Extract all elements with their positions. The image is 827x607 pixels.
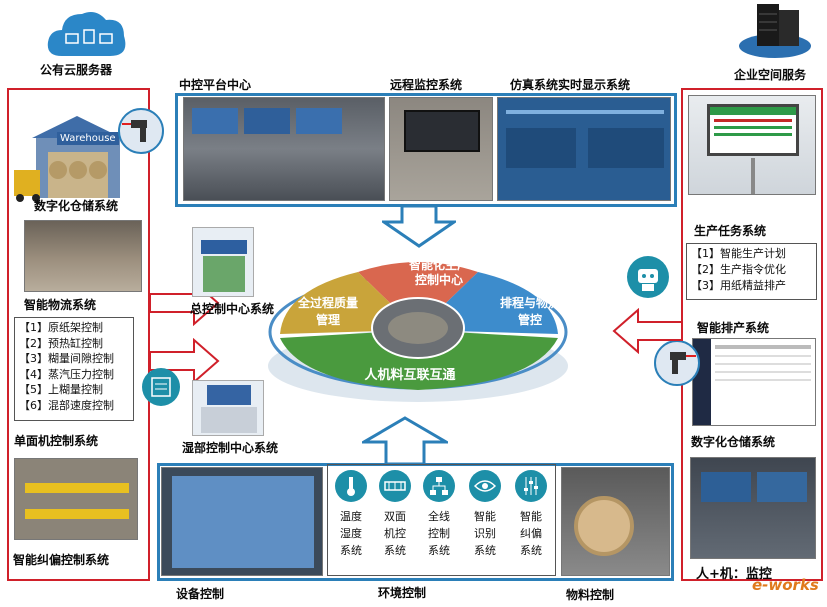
env-system-recognition: 智能 识别 系统 (465, 470, 505, 592)
equipment-control-label: 设备控制 (176, 587, 225, 601)
segment-scheduling-label: 排程与物流 管控 (499, 296, 560, 327)
logistics-label: 智能物流系统 (24, 298, 97, 312)
env-system-double-facer: 双面 机控 系统 (375, 470, 415, 592)
environment-control-label: 环境控制 (378, 586, 427, 600)
central-ring-diagram (268, 262, 568, 402)
monitoring-label: 人+机：监控 (696, 567, 772, 582)
robot-icon (627, 256, 669, 298)
segment-smart-production (358, 262, 478, 330)
slider-icon (515, 470, 547, 502)
remote-monitor-photo (389, 97, 493, 201)
deviation-label: 智能纠偏控制系统 (13, 553, 110, 567)
list-item: 【3】糊量间隙控制 (19, 352, 114, 365)
remote-monitor-label: 远程监控系统 (390, 78, 463, 92)
left-system-frame (7, 88, 150, 581)
warehouse-software-photo (692, 338, 816, 426)
central-platform-photo (183, 97, 385, 201)
monitoring-photo (690, 457, 816, 559)
material-control-label: 物料控制 (566, 588, 615, 602)
watermark: e-works (752, 576, 819, 594)
total-control-label: 总控制中心系统 (190, 302, 275, 316)
segment-human-machine-label: 人机料互联互通 (364, 368, 456, 383)
environment-systems-panel (327, 464, 556, 576)
logistics-photo (24, 220, 142, 292)
enterprise-service-label: 企业空间服务 (734, 68, 807, 82)
warehouse-sign: Warehouse (57, 132, 119, 145)
network-icon (423, 470, 455, 502)
server-icon (739, 4, 811, 58)
cloud-icon (47, 12, 126, 56)
env-system-deviation: 智能 纠偏 系统 (511, 470, 551, 592)
env-system-temperature: 温度 湿度 系统 (331, 470, 371, 592)
env-system-full-line: 全线 控制 系统 (419, 470, 459, 592)
control-cabinet-icon (142, 368, 180, 406)
left-digital-warehouse-label: 数字化仓储系统 (34, 199, 119, 213)
list-item: 【6】混部速度控制 (19, 398, 114, 412)
arrow-left-icon (612, 308, 683, 354)
arrow-down-icon (382, 204, 456, 248)
list-item: 【4】蒸汽压力控制 (19, 367, 114, 381)
wet-control-photo (192, 380, 264, 436)
list-item: 【2】预热缸控制 (19, 336, 103, 350)
cloud-server-label: 公有云服务器 (40, 63, 113, 77)
warehouse-illustration (14, 116, 122, 202)
smart-scheduling-label: 智能排产系统 (697, 321, 770, 335)
production-task-photo (688, 95, 816, 195)
machine-icon (379, 470, 411, 502)
control-items-list: 【1】原纸架控制 【2】预热缸控制 【3】糊量间隙控制 【4】蒸汽压力控制 【5… (14, 317, 134, 421)
thermometer-icon (335, 470, 367, 502)
right-digital-warehouse-label: 数字化仓储系统 (691, 435, 776, 449)
material-photo (561, 467, 670, 576)
scanner-icon (118, 108, 164, 154)
wet-control-label: 湿部控制中心系统 (182, 441, 279, 455)
list-item: 【2】生产指令优化 (691, 263, 786, 276)
segment-human-machine (280, 330, 558, 390)
simulation-photo (497, 97, 671, 201)
list-item: 【1】原纸架控制 (19, 321, 103, 334)
segment-quality-label: 全过程质量 管理 (297, 296, 358, 327)
deviation-photo (14, 458, 138, 540)
single-machine-label: 单面机控制系统 (14, 434, 99, 448)
segment-smart-production-label: 智能化生产 控制中心 (408, 258, 469, 287)
equipment-photo (161, 467, 323, 576)
list-item: 【5】上糊量控制 (19, 383, 103, 396)
task-items-list: 【1】智能生产计划 【2】生产指令优化 【3】用纸精益排产 (686, 243, 817, 300)
total-control-photo (192, 227, 254, 297)
arrow-up-icon (362, 416, 448, 466)
list-item: 【3】用纸精益排产 (691, 279, 786, 292)
central-platform-label: 中控平台中心 (179, 78, 252, 92)
eye-icon (469, 470, 501, 502)
simulation-label: 仿真系统实时显示系统 (510, 78, 631, 92)
production-task-label: 生产任务系统 (694, 224, 767, 238)
list-item: 【1】智能生产计划 (691, 247, 786, 260)
